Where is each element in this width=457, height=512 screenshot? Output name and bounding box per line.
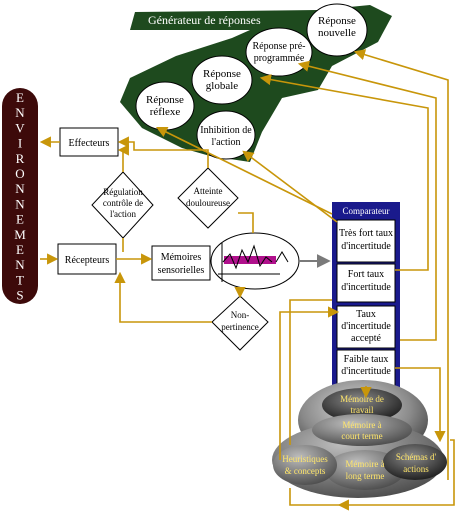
memory-travail-stone[interactable] xyxy=(322,388,402,422)
response-reflexe-line1: Réponse xyxy=(146,94,184,106)
response-preprogrammee-line1: Réponse pré- xyxy=(252,41,305,52)
memory-schemas-line1: Schémas d' xyxy=(396,452,437,462)
environment-letter: N xyxy=(15,181,25,196)
uncertainty-fort-line1: Fort taux xyxy=(348,269,384,280)
atteinte-line2: douloureuse xyxy=(186,198,230,208)
effecteurs-label: Effecteurs xyxy=(69,138,110,149)
uncertainty-faible-line2: d'incertitude xyxy=(341,366,391,377)
uncertainty-tres-fort-line1: Très fort taux xyxy=(339,228,393,239)
memory-travail-line2: travail xyxy=(351,405,374,415)
memory-court-terme-line2: court terme xyxy=(341,431,382,441)
response-preprogrammee[interactable]: Réponse pré- programmée xyxy=(245,27,313,77)
memory-heuristiques-line2: & concepts xyxy=(285,466,326,476)
response-inhibition-line1: Inhibition de xyxy=(200,125,252,136)
arrow-comparator-reflexe xyxy=(155,126,333,215)
arrow-atteinte-effecteurs xyxy=(117,136,209,168)
connectors xyxy=(39,49,455,511)
atteinte-diamond[interactable]: Atteinte douloureuse xyxy=(177,167,239,229)
environment-letter: E xyxy=(16,90,24,105)
atteinte-line1: Atteinte xyxy=(194,186,223,196)
environment-letter: S xyxy=(16,288,23,303)
memory-court-terme-stone[interactable] xyxy=(312,414,412,446)
memory-travail-line1: Mémoire de xyxy=(340,394,384,404)
environment-letter: O xyxy=(15,166,24,181)
environment-letter: R xyxy=(16,151,25,166)
signal-monitor xyxy=(210,232,300,290)
arrow-regulation-effecteurs xyxy=(117,144,129,172)
uncertainty-accepte[interactable]: Taux d'incertitude accepté xyxy=(336,305,396,349)
arrow-memory-comparator-2 xyxy=(289,299,332,445)
memory-schemas-line2: actions xyxy=(403,464,429,474)
memory-court-terme-line1: Mémoire à xyxy=(342,420,381,430)
memory-heuristiques-stone[interactable] xyxy=(273,445,337,485)
regulation-line2: contrôle de xyxy=(103,198,143,208)
arrow-heuristiques-comparator xyxy=(279,306,340,460)
environment-letter: N xyxy=(15,196,25,211)
regulation-line3: l'action xyxy=(110,209,137,219)
memoires-sensorielles-line2: sensorielles xyxy=(158,265,205,276)
response-preprogrammee-line2: programmée xyxy=(254,53,305,64)
response-nouvelle-line1: Réponse xyxy=(318,15,356,27)
non-pertinence-line2: pertinence xyxy=(221,322,258,332)
response-globale-line1: Réponse xyxy=(203,68,241,80)
signal-tail xyxy=(275,251,289,263)
uncertainty-fort-line2: d'incertitude xyxy=(341,282,391,293)
memory-heuristiques-line1: Heuristiques xyxy=(282,454,328,464)
uncertainty-fort[interactable]: Fort taux d'incertitude xyxy=(336,263,396,303)
response-globale-line2: globale xyxy=(206,80,238,92)
response-nouvelle-line2: nouvelle xyxy=(318,27,356,39)
arrow-nonpertinence-recepteurs xyxy=(114,271,212,323)
memoires-sensorielles-box[interactable]: Mémoires sensorielles xyxy=(151,245,211,281)
effecteurs-box[interactable]: Effecteurs xyxy=(59,127,119,157)
non-pertinence-line1: Non- xyxy=(231,310,250,320)
uncertainty-tres-fort[interactable]: Très fort taux d'incertitude xyxy=(336,219,396,263)
arrow-comparator-inhibition xyxy=(242,150,338,223)
comparator-column: Comparateur Très fort taux d'incertitude… xyxy=(332,202,400,394)
arrow-accepte-preprogrammee xyxy=(297,60,437,341)
response-nouvelle[interactable]: Réponse nouvelle xyxy=(306,3,368,57)
response-globale[interactable]: Réponse globale xyxy=(191,55,253,105)
arrow-schemas-bottom xyxy=(337,439,455,511)
comparator-header: Comparateur xyxy=(343,206,390,216)
uncertainty-tres-fort-line2: d'incertitude xyxy=(341,241,391,252)
memory-long-terme-line2: long terme xyxy=(346,471,385,481)
uncertainty-faible[interactable]: Faible taux d'incertitude xyxy=(336,349,396,387)
regulation-diamond[interactable]: Régulation contrôle de l'action xyxy=(91,171,154,239)
uncertainty-accepte-line3: accepté xyxy=(351,333,382,344)
environment-letter: M xyxy=(14,227,26,242)
signal-waveform xyxy=(222,244,273,270)
arrow-fort-globale xyxy=(259,74,429,271)
response-inhibition-line2: l'action xyxy=(211,137,240,148)
arrow-bottom-loop xyxy=(289,488,340,506)
arrow-memory-nouvelle xyxy=(353,49,449,480)
regulation-line1: Régulation xyxy=(103,187,143,197)
response-reflexe[interactable]: Réponse réflexe xyxy=(135,81,195,131)
response-inhibition[interactable]: Inhibition de l'action xyxy=(196,110,256,160)
environment-letter: N xyxy=(15,105,25,120)
signal-threshold-bar xyxy=(224,256,276,264)
environment-letter: E xyxy=(16,242,24,257)
memoires-sensorielles-line1: Mémoires xyxy=(161,252,202,263)
memory-cluster: Mémoire de travail Mémoire à court terme… xyxy=(272,380,447,498)
environment-letter: T xyxy=(16,272,24,287)
arrow-signal-atteinte xyxy=(238,212,254,233)
uncertainty-faible-line1: Faible taux xyxy=(344,354,389,365)
uncertainty-accepte-line1: Taux xyxy=(356,309,376,320)
environment-letter: V xyxy=(15,120,25,135)
environment-letter: E xyxy=(16,212,24,227)
recepteurs-box[interactable]: Récepteurs xyxy=(57,243,117,275)
non-pertinence-diamond[interactable]: Non- pertinence xyxy=(211,295,269,351)
memory-long-terme-line1: Mémoire à xyxy=(345,459,384,469)
environment-letter: N xyxy=(15,257,25,272)
recepteurs-label: Récepteurs xyxy=(65,255,110,266)
environment-letter: I xyxy=(18,136,22,151)
memory-schemas-stone[interactable] xyxy=(383,444,447,480)
generator-title: Générateur de réponses xyxy=(148,13,261,27)
arrow-faible-memory xyxy=(395,367,446,443)
uncertainty-accepte-line2: d'incertitude xyxy=(341,321,391,332)
response-reflexe-line2: réflexe xyxy=(150,106,181,118)
